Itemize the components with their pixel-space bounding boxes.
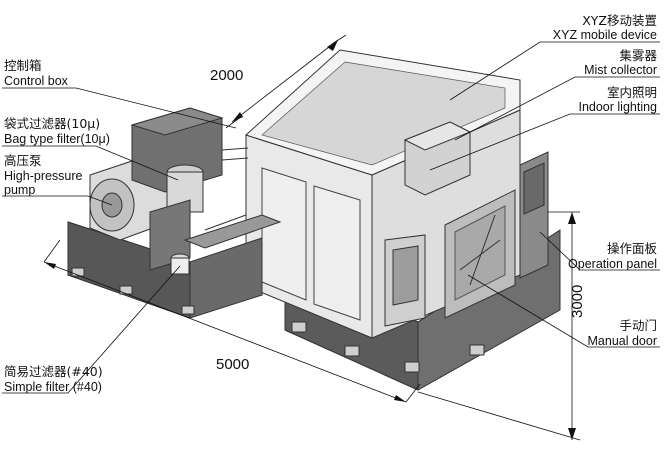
label-xyz-en: XYZ mobile device xyxy=(553,28,657,42)
label-control-cn: 控制箱 xyxy=(4,58,42,73)
label-pump-cn: 高压泵 xyxy=(4,153,42,168)
machine-drawing xyxy=(67,49,561,391)
dimension-height: 3000 xyxy=(569,285,586,318)
label-mist-cn: 集雾器 xyxy=(619,48,657,63)
labels: XYZ移动装置 XYZ mobile device 集雾器 Mist colle… xyxy=(4,13,657,394)
dimension-length: 5000 xyxy=(216,356,249,373)
label-panel-cn: 操作面板 xyxy=(607,241,658,256)
main-enclosure xyxy=(245,49,549,339)
label-door-cn: 手动门 xyxy=(619,318,657,333)
label-control-en: Control box xyxy=(4,74,69,88)
leader-lines xyxy=(2,41,660,394)
label-light-cn: 室内照明 xyxy=(607,85,657,100)
label-xyz-cn: XYZ移动装置 xyxy=(582,13,657,28)
label-simple-cn: 简易过滤器(#40) xyxy=(4,364,103,379)
label-bag-en: Bag type filter(10μ) xyxy=(4,132,110,146)
length-dimension-line xyxy=(43,261,407,403)
label-mist-en: Mist collector xyxy=(584,63,657,77)
dimension-lines xyxy=(43,34,581,441)
dimension-depth: 2000 xyxy=(210,67,243,84)
label-bag-cn: 袋式过滤器(10μ) xyxy=(4,116,100,131)
label-pump-en1: High-pressure xyxy=(4,169,83,183)
label-simple-en: Simple filter (#40) xyxy=(4,380,102,394)
label-pump-en2: pump xyxy=(4,183,35,197)
label-light-en: Indoor lighting xyxy=(578,100,657,114)
depth-dimension-line xyxy=(231,39,339,123)
label-panel-en: Operation panel xyxy=(568,257,657,271)
label-door-en: Manual door xyxy=(588,334,658,348)
auxiliary-unit xyxy=(67,107,282,319)
